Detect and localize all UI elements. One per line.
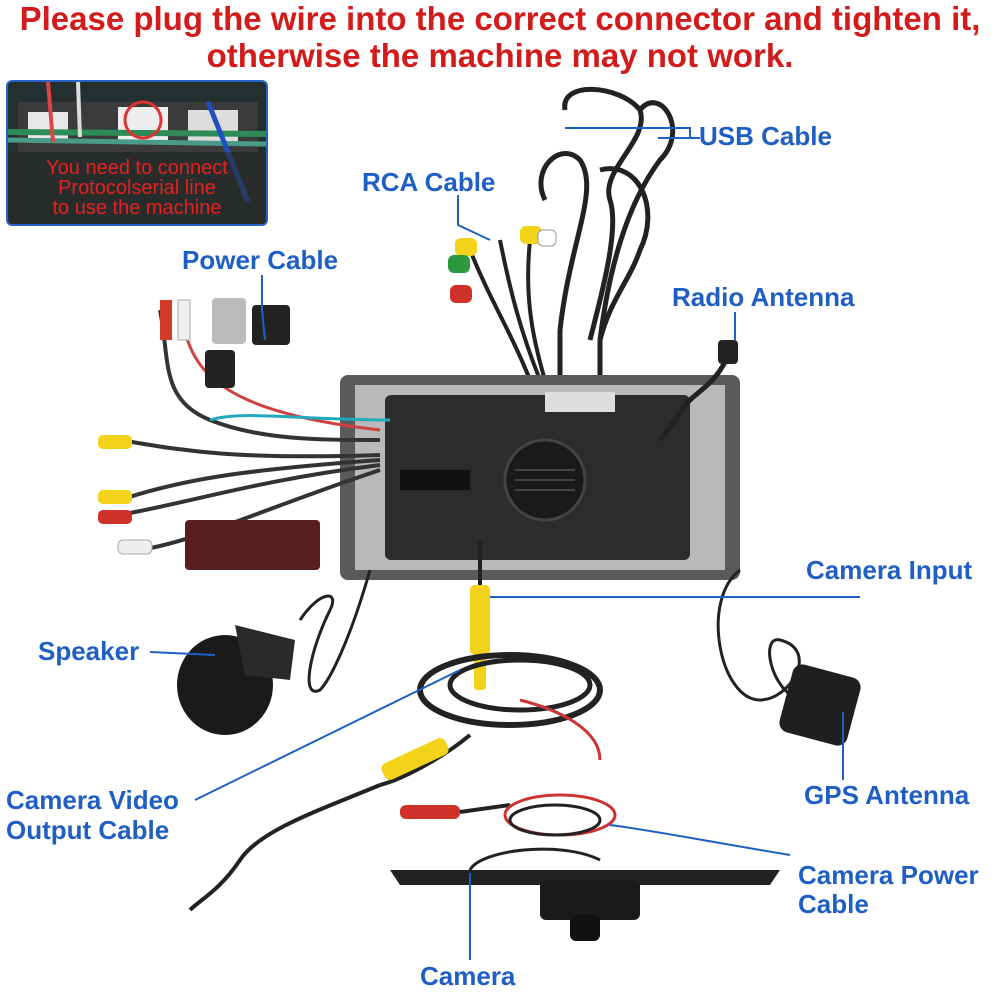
- camera-drawing: [390, 847, 780, 941]
- camera-power-cable-drawing: [400, 698, 617, 837]
- power-harness-drawing: [98, 298, 391, 570]
- rca-cable-drawing: [448, 226, 557, 381]
- label-camera-power-line-2: Cable: [798, 889, 869, 919]
- label-camera-video-line-1: Camera Video: [6, 785, 179, 815]
- usb-cable-drawing: [538, 86, 676, 390]
- label-rca-cable: RCA Cable: [362, 167, 496, 197]
- label-gps-antenna: GPS Antenna: [804, 780, 970, 810]
- inset-text-line-3: to use the machine: [52, 197, 222, 219]
- warning-line-2: otherwise the machine may not work.: [206, 37, 794, 74]
- inset-text-line-2: Protocolserial line: [58, 177, 216, 199]
- label-speaker: Speaker: [38, 636, 140, 666]
- label-power-cable: Power Cable: [182, 245, 339, 275]
- inset-text-line-1: You need to connect: [46, 157, 228, 179]
- protocol-inset-photo: You need to connect Protocolserial line …: [6, 80, 268, 226]
- head-unit-drawing: [340, 375, 740, 580]
- warning-line-1: Please plug the wire into the correct co…: [19, 0, 981, 37]
- label-camera-power-line-1: Camera Power: [798, 860, 979, 890]
- warning-header: Please plug the wire into the correct co…: [0, 0, 1000, 74]
- gps-antenna-drawing: [716, 568, 861, 746]
- label-usb-cable: USB Cable: [699, 121, 832, 151]
- inset-wiring-photo: [8, 82, 266, 224]
- label-radio-antenna: Radio Antenna: [672, 282, 855, 312]
- label-camera-video-line-2: Output Cable: [6, 815, 170, 845]
- speaker-drawing: [177, 569, 372, 735]
- label-camera-input: Camera Input: [806, 555, 973, 585]
- leader-lines: [149, 127, 860, 960]
- label-camera: Camera: [420, 961, 516, 991]
- radio-antenna-drawing: [658, 340, 738, 442]
